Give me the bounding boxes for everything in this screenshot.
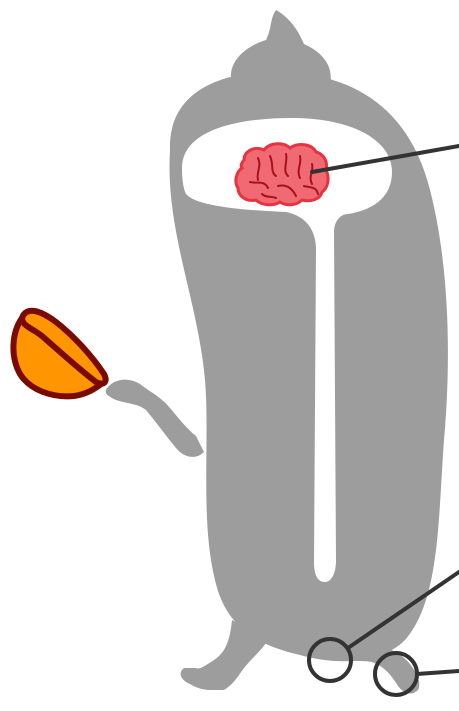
grey-bean-figure xyxy=(106,10,448,693)
brain-icon xyxy=(236,144,328,205)
ankle-pointer xyxy=(417,671,459,674)
brain-shape xyxy=(236,144,328,205)
arm xyxy=(106,380,204,457)
orange-cup-icon xyxy=(13,311,105,397)
